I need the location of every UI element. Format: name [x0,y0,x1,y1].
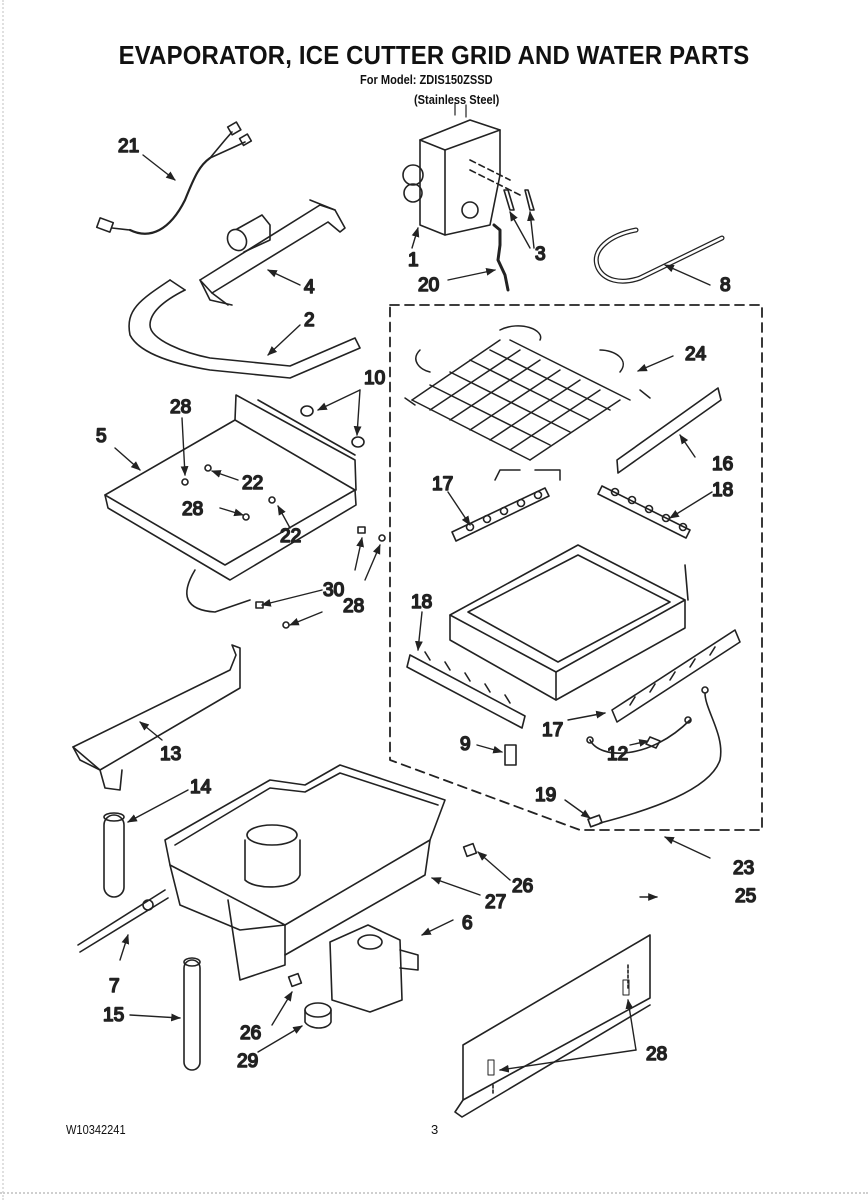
part-19-thermistor [586,686,722,828]
callout-12: 12 [607,744,628,765]
part-6-pump [329,924,419,1013]
callout-28-a: 28 [170,397,191,418]
callout-6: 6 [462,913,473,934]
callout-28-d: 28 [646,1044,667,1065]
model-line: For Model: ZDIS150ZSSD [360,72,493,87]
part-22-screws [204,464,276,504]
part-29-ring [304,1002,332,1029]
callout-labels: 21 4 2 1 20 3 8 24 10 5 28 22 28 22 16 1… [95,135,757,1073]
callout-21: 21 [118,136,139,157]
callout-20: 20 [418,275,439,296]
part-20-clip [492,223,510,292]
callout-17-a: 17 [432,474,453,495]
part-10-grommets [300,405,365,448]
scan-edge-bottom [0,1192,868,1194]
part-4-heater-bracket [199,199,346,306]
callout-8: 8 [720,275,731,296]
callout-2: 2 [304,310,315,331]
callout-7: 7 [109,976,120,997]
callout-4: 4 [304,277,315,298]
document-number: W10342241 [66,1122,126,1137]
callout-29: 29 [237,1051,258,1072]
callout-25: 25 [735,886,756,907]
part-18-bracket-upper [597,485,691,539]
callout-17-b: 17 [542,720,563,741]
part-18-bracket-lower [406,651,526,729]
callout-10: 10 [364,368,385,389]
callout-13: 13 [160,744,181,765]
part-25-cover [454,934,651,1118]
part-17-bracket-lower [611,629,741,723]
part-17-bracket-upper [451,487,550,542]
callout-9: 9 [460,734,471,755]
callout-28-c: 28 [343,596,364,617]
callout-26-b: 26 [240,1023,261,1044]
callout-3: 3 [535,244,546,265]
callout-16: 16 [712,454,733,475]
part-5-evaporator-tray [104,394,357,613]
page-title: EVAPORATOR, ICE CUTTER GRID AND WATER PA… [118,40,750,70]
evaporator-frame [449,544,689,701]
part-15-tube [183,957,201,1071]
page-number: 3 [431,1122,439,1137]
part-1-motor-assembly [402,102,521,236]
assembly-23-boundary [389,304,763,831]
callout-5: 5 [96,426,107,447]
part-3-screws [503,189,535,211]
part-7-hose [77,889,169,953]
callout-23: 23 [733,858,754,879]
part-13-water-trough [72,644,241,791]
callout-30: 30 [323,580,344,601]
part-8-u-heater [593,227,725,284]
part-27-water-tank [164,764,446,981]
callout-15: 15 [103,1005,124,1026]
callout-28-b: 28 [182,499,203,520]
leader-lines [114,154,713,1073]
part-24-evaporator-grid [404,325,651,481]
scan-edge-left [2,0,4,1200]
callout-18-b: 18 [411,592,432,613]
part-16-strip [616,387,722,474]
part-2-u-tube [128,279,361,379]
part-26-fittings [287,842,478,988]
callout-27: 27 [485,892,506,913]
part-9-clip [504,744,517,766]
callout-22-a: 22 [242,473,263,494]
callout-24: 24 [685,344,707,365]
callout-26-a: 26 [512,876,533,897]
part-21-wire-harness [95,121,253,235]
callout-18-a: 18 [712,480,733,501]
callout-1: 1 [408,250,419,271]
callout-14: 14 [190,777,212,798]
finish-label: (Stainless Steel) [414,92,500,107]
callout-22-b: 22 [280,526,301,547]
part-14-tube [103,812,125,898]
callout-19: 19 [535,785,556,806]
